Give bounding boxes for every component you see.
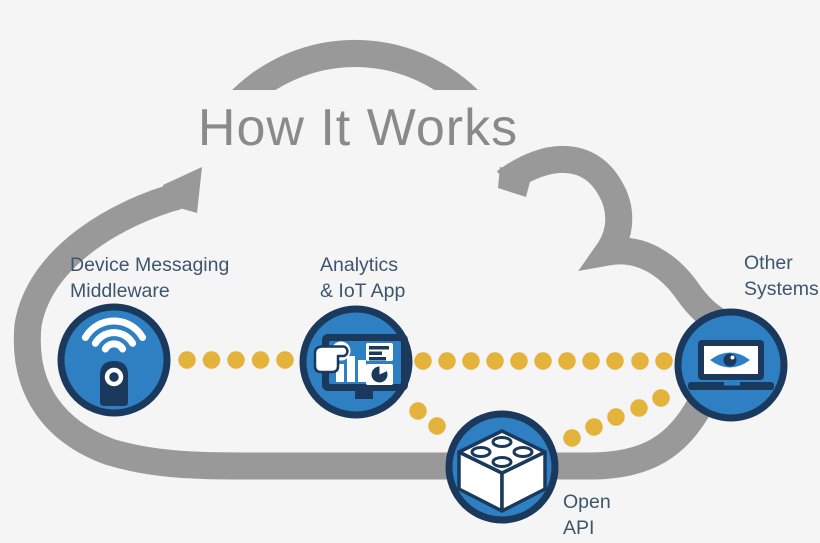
- connector-analytics-to-other: [414, 352, 673, 370]
- node-label-line2: Middleware: [70, 280, 170, 302]
- cloud-outline: [13, 39, 727, 480]
- dotted-connectors: [178, 351, 673, 447]
- node-label-line2: Systems: [744, 278, 819, 300]
- connector-device-to-analytics: [178, 351, 294, 369]
- open-api-node: [445, 410, 559, 524]
- cloud-left-bottom-arc: [13, 182, 712, 480]
- node-label-analytics-iot: Analytics & IoT App: [320, 252, 405, 304]
- pointing-hand: [313, 345, 349, 374]
- node-label-line1: Device Messaging: [70, 254, 230, 276]
- laptop-eye-icon: [688, 340, 774, 390]
- analytics-iot-node: [299, 305, 413, 419]
- lego-brick-icon: [457, 429, 547, 513]
- device-messaging-node: [57, 303, 171, 417]
- node-label-line1: Analytics: [320, 254, 399, 276]
- wifi-remote-icon: [81, 317, 147, 406]
- node-label-line1: Open: [563, 491, 611, 513]
- node-label-open-api: Open API: [563, 489, 611, 541]
- cloud-right-arc: [496, 146, 727, 335]
- node-label-line2: & IoT App: [320, 280, 406, 302]
- node-label-line1: Other: [744, 252, 793, 274]
- diagram-title: How It Works: [197, 99, 519, 157]
- dashboard-touch-icon: [313, 334, 408, 399]
- cloud-top-arc: [232, 39, 478, 90]
- node-label-line2: API: [563, 517, 595, 539]
- cloud-right-arc-tab: [498, 167, 532, 197]
- connector-analytics-to-openapi: [409, 402, 446, 435]
- node-label-other-systems: Other Systems: [744, 250, 819, 302]
- cloud-left-arc-tab: [163, 167, 202, 213]
- node-label-device-messaging: Device Messaging Middleware: [70, 252, 229, 304]
- connector-openapi-to-other: [563, 389, 670, 447]
- other-systems-node: [674, 308, 788, 422]
